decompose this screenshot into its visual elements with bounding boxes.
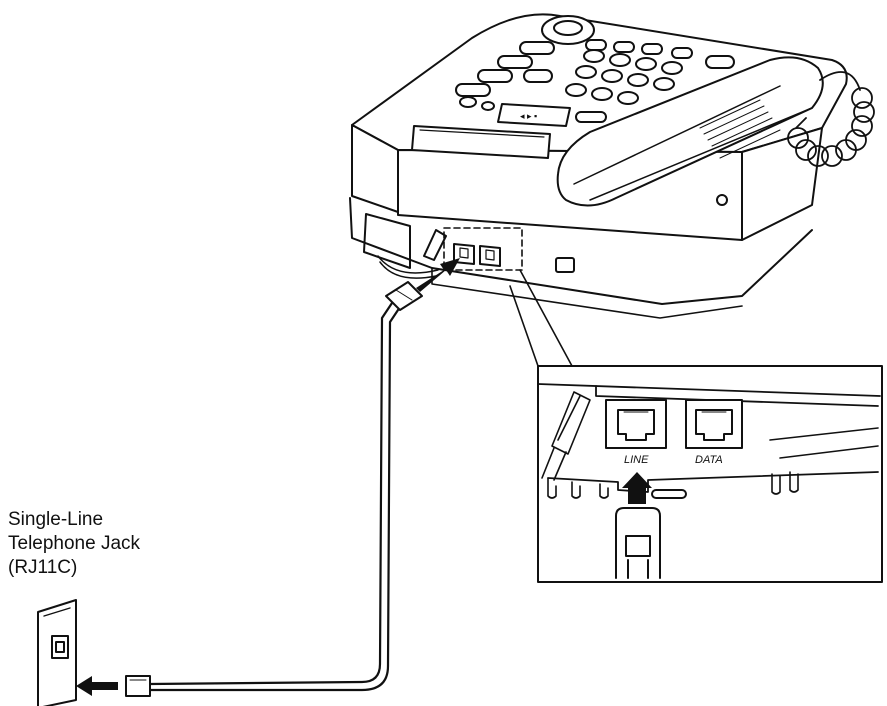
- line-jack: [605, 399, 667, 449]
- svg-text:◂ ▸ ▪: ◂ ▸ ▪: [520, 111, 537, 121]
- inset-leader-left: [509, 285, 539, 367]
- inset-plug: [615, 507, 661, 579]
- data-port-label: DATA: [695, 454, 723, 466]
- line-cord: [125, 281, 423, 697]
- wall-jack-label-line1: Single-Line: [8, 509, 104, 530]
- handset: [556, 56, 824, 207]
- speaker-grille: [699, 99, 781, 159]
- coiled-cord: [787, 71, 875, 167]
- rear-jacks: [443, 227, 523, 271]
- inset-zoom: [537, 365, 883, 583]
- wall-jack: [37, 599, 77, 706]
- wall-jack-label-line2: Telephone Jack: [8, 533, 141, 554]
- wall-jack-label-line3: (RJ11C): [8, 557, 78, 578]
- wall-jack-label: Single-Line Telephone Jack (RJ11C): [8, 508, 140, 580]
- connect-arrow-wall: [76, 676, 118, 696]
- inset-leader-right: [519, 269, 573, 367]
- connect-arrow-unit: [416, 258, 460, 292]
- telephone-unit: ◂ ▸ ▪: [349, 13, 875, 319]
- line-port-label: LINE: [624, 454, 649, 466]
- insert-arrow: [622, 472, 652, 504]
- data-jack: [685, 399, 743, 449]
